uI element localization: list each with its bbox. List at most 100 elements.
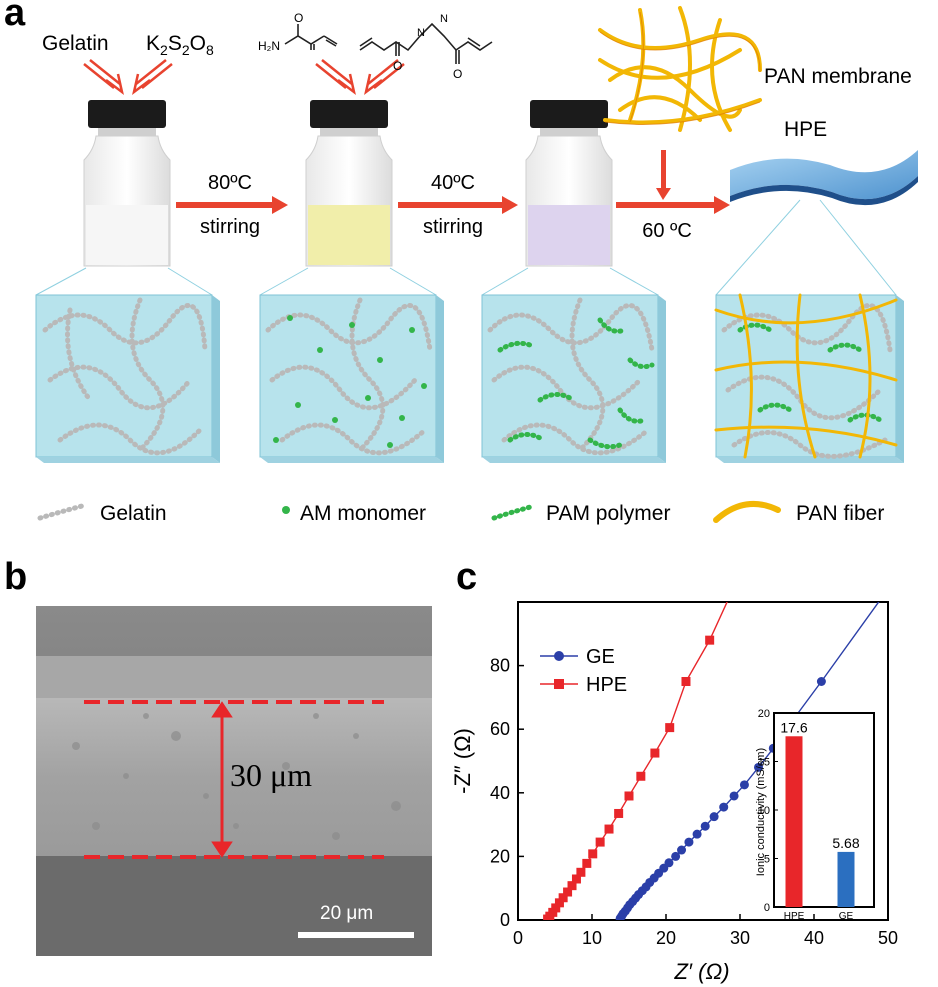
point-hpe bbox=[554, 898, 564, 908]
legend-gelatin-icon bbox=[37, 503, 85, 521]
point-ge bbox=[729, 791, 739, 801]
input-arrow-gelatin bbox=[83, 59, 124, 96]
point-hpe bbox=[705, 635, 715, 645]
inset-y-tick-label: 0 bbox=[764, 902, 770, 914]
point-ge bbox=[684, 837, 694, 847]
x-tick-label: 50 bbox=[878, 928, 898, 948]
y-tick-label: 40 bbox=[490, 783, 510, 803]
input-arrow-persulfate bbox=[132, 59, 173, 96]
point-hpe bbox=[576, 867, 586, 877]
point-ge bbox=[677, 845, 687, 855]
point-ge bbox=[700, 821, 710, 831]
point-hpe bbox=[636, 771, 646, 781]
panel-a-schematic: H₂N O O O N N bbox=[35, 6, 918, 523]
panel-c-letter: c bbox=[456, 556, 478, 598]
inset-bar-ge bbox=[837, 851, 855, 907]
reagent-gelatin: Gelatin bbox=[42, 32, 109, 55]
chem-nh-2: N bbox=[440, 13, 448, 25]
scale-bar bbox=[298, 932, 414, 938]
acrylamide-structure bbox=[284, 24, 338, 50]
inset-bar-hpe bbox=[785, 736, 803, 907]
point-hpe bbox=[558, 893, 568, 903]
sem-image bbox=[36, 606, 432, 956]
legend-ge: GE bbox=[586, 646, 615, 668]
point-hpe bbox=[665, 723, 675, 733]
chem-o-1: O bbox=[294, 11, 303, 25]
legend-gelatin: Gelatin bbox=[100, 502, 167, 525]
point-ge bbox=[754, 762, 763, 772]
vial-2 bbox=[305, 100, 393, 267]
vial-3 bbox=[525, 100, 613, 267]
membrane-arrow bbox=[656, 150, 671, 200]
point-hpe bbox=[582, 858, 592, 868]
hpe-film bbox=[730, 150, 918, 206]
step-1-action: stirring bbox=[199, 216, 260, 238]
inset-y-tick-label: 5 bbox=[764, 854, 770, 866]
vial-1 bbox=[83, 100, 171, 267]
y-tick-label: 60 bbox=[490, 719, 510, 739]
inset-y-tick-label: 10 bbox=[758, 805, 770, 817]
zoom-box-monomer bbox=[259, 294, 444, 463]
point-hpe bbox=[681, 677, 691, 686]
point-ge bbox=[671, 851, 681, 861]
point-ge bbox=[816, 677, 826, 686]
x-axis-label: Z′ (Ω) bbox=[673, 959, 729, 984]
point-hpe bbox=[567, 881, 577, 891]
pam-polymers-4 bbox=[737, 322, 883, 423]
chem-o-2: O bbox=[393, 59, 402, 73]
inset-y-tick-label: 15 bbox=[758, 757, 770, 769]
chem-nh-1: N bbox=[417, 27, 425, 39]
pan-membrane-edges bbox=[599, 11, 761, 125]
gelatin-chains-2 bbox=[265, 297, 433, 456]
y-tick-label: 80 bbox=[490, 656, 510, 676]
scale-bar-label: 20 μm bbox=[320, 903, 374, 924]
pan-fibers-in-hpe bbox=[714, 293, 898, 459]
legend-hpe: HPE bbox=[586, 674, 627, 696]
step-1-temp: 80ºC bbox=[208, 172, 252, 194]
point-hpe bbox=[588, 849, 598, 859]
reagent-persulfate: K2S2O8 bbox=[146, 32, 214, 59]
membrane-label: PAN membrane bbox=[764, 65, 912, 88]
process-arrow-1 bbox=[176, 196, 288, 214]
y-tick-label: 20 bbox=[490, 846, 510, 866]
legend-hpe-marker bbox=[554, 679, 564, 689]
process-arrow-2 bbox=[398, 196, 518, 214]
point-hpe bbox=[624, 791, 634, 801]
point-hpe bbox=[563, 887, 573, 897]
hpe-label: HPE bbox=[784, 118, 828, 141]
thickness-label: 30 μm bbox=[230, 757, 313, 793]
x-tick-label: 0 bbox=[513, 928, 523, 948]
inset-category-label: HPE bbox=[784, 911, 805, 922]
x-tick-label: 30 bbox=[730, 928, 750, 948]
x-tick-label: 20 bbox=[656, 928, 676, 948]
legend-monomer: AM monomer bbox=[300, 502, 427, 525]
gelatin-chains-1 bbox=[42, 297, 208, 456]
point-ge bbox=[739, 780, 749, 790]
y-tick-label: 0 bbox=[500, 910, 510, 930]
process-arrow-3 bbox=[616, 196, 730, 214]
step-3-temp: 60 ºC bbox=[642, 220, 692, 242]
point-hpe bbox=[595, 837, 605, 847]
inset-value-label: 5.68 bbox=[832, 835, 859, 851]
zoom-box-gelatin bbox=[35, 294, 220, 463]
legend-polymer-icon bbox=[491, 503, 537, 521]
step-2-temp: 40ºC bbox=[431, 172, 475, 194]
pan-membrane bbox=[598, 6, 762, 132]
legend: GE HPE bbox=[540, 646, 627, 696]
inset-y-label: Ionic conductivity (mS/cm) bbox=[755, 748, 767, 876]
point-ge bbox=[664, 858, 674, 868]
input-arrow-monomer bbox=[315, 59, 405, 96]
inset-y-tick-label: 20 bbox=[758, 708, 770, 720]
legend-fiber-icon bbox=[713, 501, 781, 523]
point-ge bbox=[692, 829, 702, 839]
mba-structure bbox=[359, 22, 493, 64]
thickness-arrow bbox=[211, 701, 233, 858]
chem-o-3: O bbox=[453, 67, 462, 81]
point-hpe bbox=[604, 824, 614, 834]
x-tick-label: 10 bbox=[582, 928, 602, 948]
gelatin-chains-3 bbox=[487, 297, 655, 456]
point-hpe bbox=[551, 903, 561, 913]
legend-polymer: PAM polymer bbox=[546, 502, 671, 525]
